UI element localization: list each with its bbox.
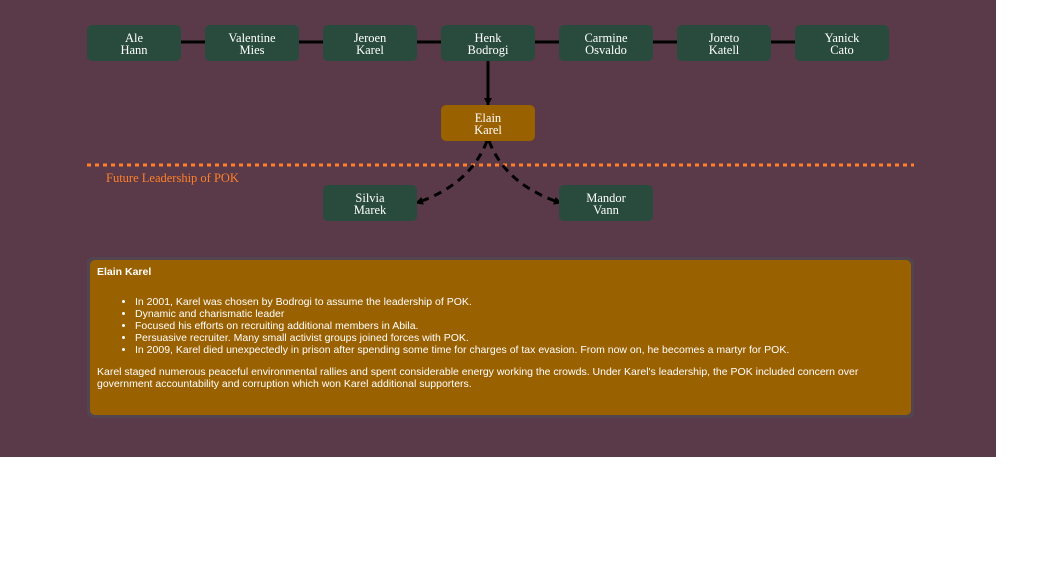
leader-node-bodrogi[interactable]: Henk Bodrogi [441,25,535,61]
future-arrow-vann [487,140,562,205]
leader-node-hann[interactable]: Ale Hann [87,25,181,61]
leader-first-name: Carmine [584,30,628,45]
leader-node-cato[interactable]: Yanick Cato [795,25,889,61]
leader-last-name: Hann [120,42,148,57]
leader-first-name: Henk [474,30,502,45]
leader-last-name: Karel [356,42,384,57]
future-first-name: Silvia [355,190,385,205]
info-bullet: Dynamic and charismatic leader [135,308,904,320]
future-first-name: Mandor [586,190,626,205]
info-bullet: In 2001, Karel was chosen by Bodrogi to … [135,296,904,308]
future-leadership-label: Future Leadership of POK [106,171,239,185]
info-title: Elain Karel [97,266,152,278]
successor-last-name: Karel [474,122,502,137]
info-panel: Elain Karel In 2001, Karel was chosen by… [87,257,914,418]
info-bullet: In 2009, Karel died unexpectedly in pris… [135,344,904,356]
leader-first-name: Valentine [228,30,276,45]
leader-first-name: Joreto [708,30,740,45]
leader-first-name: Ale [124,30,144,45]
info-panel-body: Elain Karel In 2001, Karel was chosen by… [90,260,911,415]
successor-node-elain-karel[interactable]: Elain Karel [441,105,535,141]
leader-last-name: Cato [830,42,854,57]
leader-first-name: Yanick [824,30,860,45]
successor-first-name: Elain [474,110,502,125]
connector-layer [87,40,914,205]
future-node-vann[interactable]: Mandor Vann [559,185,653,221]
org-chart-stage: Ale Hann Valentine Mies Jeroen Karel Hen… [0,0,996,457]
leader-node-jeroen-karel[interactable]: Jeroen Karel [323,25,417,61]
info-bullet-list: In 2001, Karel was chosen by Bodrogi to … [97,296,904,356]
future-last-name: Vann [593,202,619,217]
leader-last-name: Bodrogi [467,42,509,57]
info-bullet: Focused his efforts on recruiting additi… [135,320,904,332]
info-paragraph: Karel staged numerous peaceful environme… [97,366,859,390]
leader-last-name: Katell [708,42,740,57]
leader-node-mies[interactable]: Valentine Mies [205,25,299,61]
future-last-name: Marek [353,202,387,217]
leader-last-name: Osvaldo [585,42,627,57]
future-node-marek[interactable]: Silvia Marek [323,185,417,221]
info-bullet: Persuasive recruiter. Many small activis… [135,332,904,344]
leader-node-katell[interactable]: Joreto Katell [677,25,771,61]
future-arrow-marek [415,140,489,205]
leader-node-osvaldo[interactable]: Carmine Osvaldo [559,25,653,61]
leader-first-name: Jeroen [353,30,387,45]
leader-last-name: Mies [239,42,265,57]
